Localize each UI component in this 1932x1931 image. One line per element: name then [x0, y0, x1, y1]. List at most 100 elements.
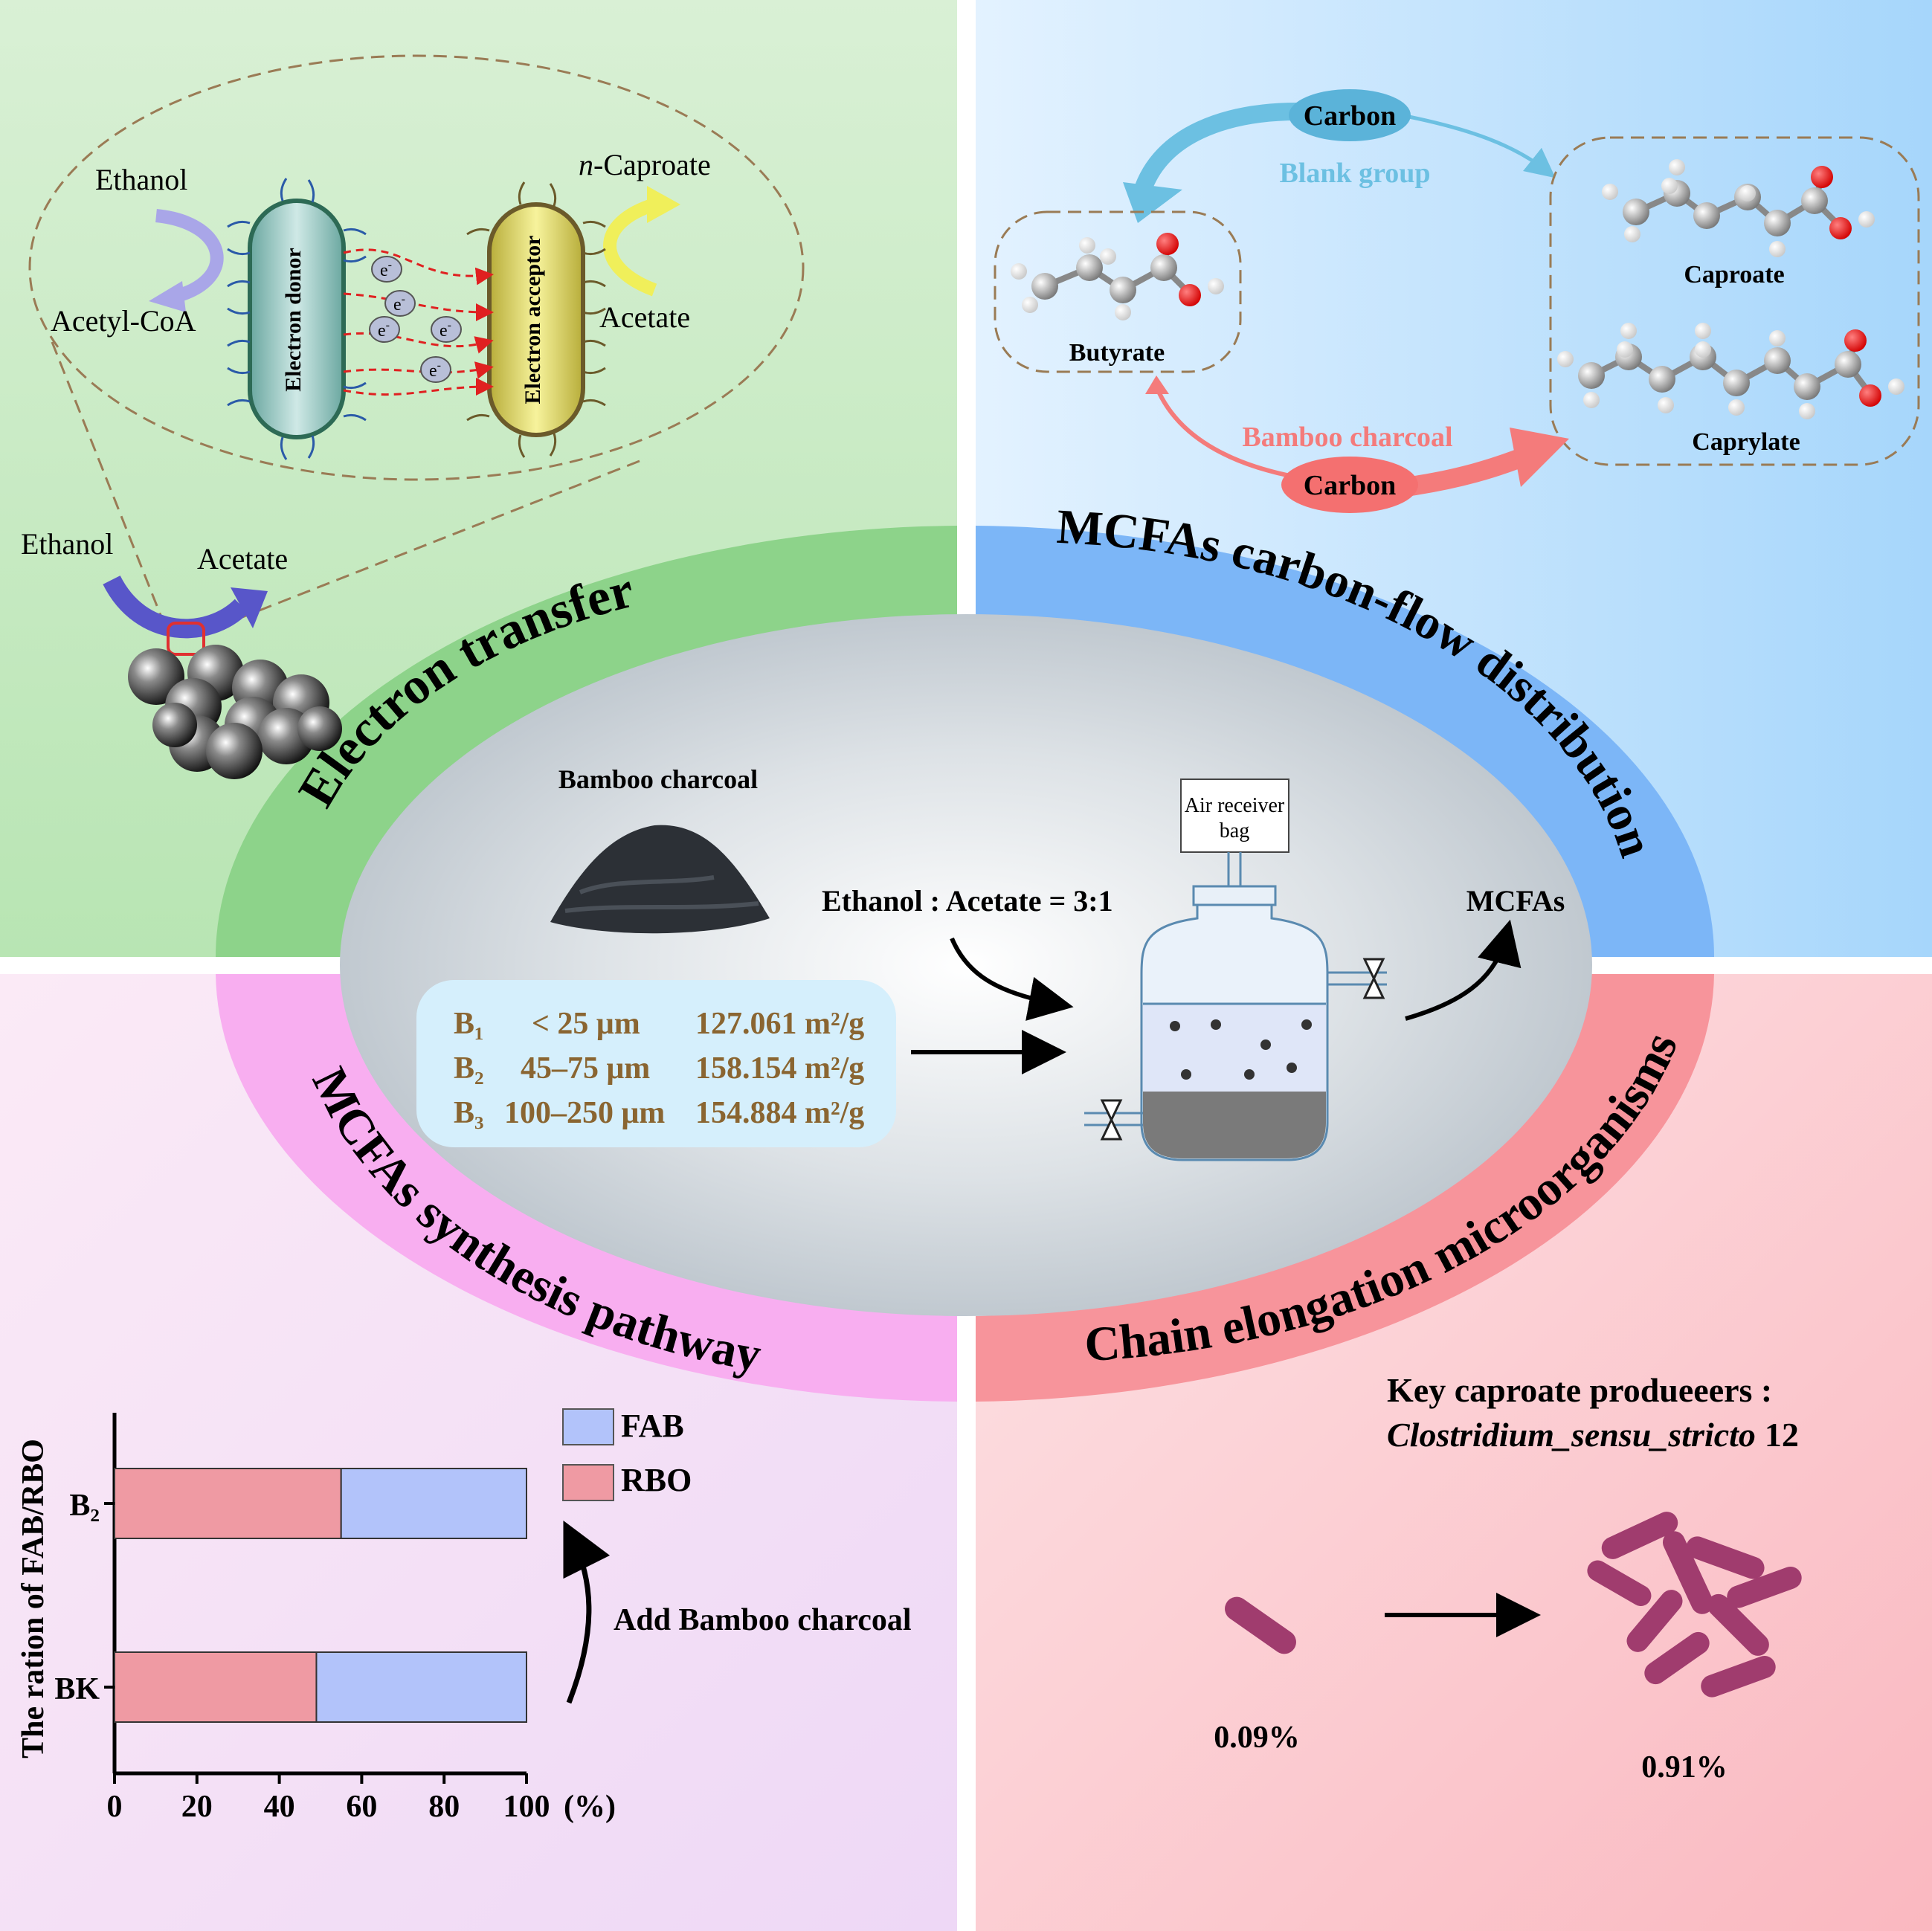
carbon-bottom-badge	[1281, 457, 1418, 513]
label-acetate-right: Acetate	[599, 300, 690, 334]
row3-size: 100–250 μm	[504, 1096, 665, 1130]
label-bamboo-charcoal-flow: Bamboo charcoal	[1242, 422, 1452, 453]
row2-size: 45–75 μm	[521, 1051, 650, 1086]
air-receiver-bag	[1180, 778, 1289, 853]
bar-fab-0	[340, 1468, 528, 1539]
label-air-bag-line1: Air receiver	[1185, 794, 1285, 817]
svg-text:e-: e-	[393, 293, 405, 315]
label-carbon-top: Carbon	[1304, 100, 1397, 132]
x-unit-label: (%)	[564, 1790, 616, 1824]
label-carbon-bottom: Carbon	[1304, 470, 1397, 501]
y-axis-label: The ration of FAB/RBO	[16, 1439, 51, 1758]
svg-text:e-: e-	[380, 259, 392, 280]
label-air-bag-line2: bag	[1220, 819, 1249, 842]
bamboo-properties-table: B₁ < 25 μm 127.061 m²/g B₂ 45–75 μm 158.…	[454, 1007, 864, 1130]
bar-rbo-0	[114, 1468, 342, 1539]
zoom-line-right	[204, 460, 640, 634]
fab-rbo-chart: B₂ BK 0 20 40 60 80 100 (%) The ration of FAB/RBO	[16, 1413, 616, 1824]
label-add-bamboo-charcoal: Add Bamboo charcoal	[614, 1603, 912, 1637]
bamboo-arrow-to-butyrate	[1154, 385, 1291, 478]
row3-area: 154.884 m²/g	[695, 1096, 864, 1130]
label-after-percent: 0.91%	[1641, 1750, 1727, 1785]
svg-text:e-: e-	[378, 319, 390, 341]
label-butyrate: Butyrate	[1069, 339, 1165, 367]
arrow-add-bamboo	[563, 1520, 611, 1704]
electron-donor-bacterium: Electron donor	[248, 199, 346, 439]
caprylate-molecule	[1557, 323, 1904, 419]
reactor-bottle: Air receiver bag	[1084, 778, 1387, 1161]
x-tick-label: 20	[181, 1790, 213, 1824]
label-ethanol-bottom: Ethanol	[21, 527, 113, 561]
arrow-reactor-to-mcfas	[1405, 919, 1522, 1021]
arc-pink	[216, 974, 957, 1402]
label-caprylate: Caprylate	[1692, 428, 1800, 456]
label-key-producers: Key caproate produeeers :	[1387, 1371, 1772, 1409]
x-tick-label: 40	[264, 1790, 295, 1824]
row1-size: < 25 μm	[532, 1007, 640, 1041]
svg-text:e-: e-	[439, 319, 451, 341]
arc-red	[976, 974, 1714, 1402]
label-acetate-bottom: Acetate	[197, 542, 288, 576]
y-tick-label: BK	[54, 1672, 100, 1706]
arrow-ratio-to-reactor	[950, 937, 1074, 1021]
row2-id: B₂	[454, 1051, 484, 1086]
bamboo-arrowhead-caprylate	[1510, 428, 1569, 487]
label-electron-donor: Electron donor	[281, 248, 306, 392]
electrons: e- e- e- e- e-	[369, 256, 462, 383]
bar-fab-1	[315, 1651, 527, 1723]
butyrate-box	[994, 210, 1242, 373]
caproate-caprylate-box	[1549, 136, 1920, 466]
zoom-box	[167, 622, 205, 656]
bacterium-single	[1225, 1596, 1296, 1654]
legend-fab-label: FAB	[621, 1408, 684, 1444]
row3-id: B₃	[454, 1096, 484, 1130]
label-acetyl-coa: Acetyl-CoA	[51, 304, 196, 338]
label-bamboo-charcoal-title: Bamboo charcoal	[558, 764, 758, 794]
arrow-ethanol-to-acetylcoa	[155, 209, 224, 304]
carbon-top-badge	[1289, 89, 1411, 141]
zoom-line-left	[51, 341, 169, 633]
label-ethanol-acetate-ratio: Ethanol : Acetate = 3:1	[822, 884, 1113, 918]
label-before-percent: 0.09%	[1214, 1721, 1300, 1755]
arrowhead-caproate	[647, 186, 680, 223]
x-tick-label: 60	[346, 1790, 377, 1824]
butyrate-molecule	[1011, 233, 1224, 320]
caproate-molecule	[1602, 159, 1875, 257]
charcoal-pile-texture	[564, 875, 759, 913]
label-blank-group: Blank group	[1279, 158, 1430, 189]
pili-acceptor	[466, 181, 606, 458]
y-tick-label: B₂	[69, 1489, 100, 1523]
row1-id: B₁	[454, 1007, 484, 1041]
x-tick-label: 80	[428, 1790, 460, 1824]
arrow-acetate-to-caproate	[603, 198, 657, 297]
row2-area: 158.154 m²/g	[695, 1051, 864, 1086]
svg-text:e-: e-	[429, 359, 441, 381]
bacteria-cluster	[1587, 1512, 1802, 1698]
legend-fab-swatch	[562, 1408, 614, 1445]
charcoal-particles	[128, 645, 342, 779]
arrow-ethanol-to-acetate	[103, 575, 249, 639]
label-mcfas: MCFAs	[1466, 884, 1565, 918]
blank-arrow-to-butyrate	[1133, 103, 1298, 196]
label-caproate: Caproate	[1684, 261, 1784, 288]
label-ethanol-top: Ethanol	[95, 163, 187, 196]
blank-arrow-to-caproate	[1401, 113, 1556, 178]
legend-rbo-swatch	[562, 1464, 614, 1501]
row1-area: 127.061 m²/g	[695, 1007, 864, 1041]
pili-donor	[227, 178, 367, 460]
x-tick-label: 100	[503, 1790, 550, 1824]
arrowhead-acetylcoa	[149, 281, 186, 312]
label-electron-acceptor: Electron acceptor	[521, 236, 545, 404]
bar-rbo-1	[114, 1651, 318, 1723]
bamboo-arrowhead-butyrate	[1145, 375, 1169, 394]
electron-acceptor-bacterium: Electron acceptor	[487, 202, 585, 437]
label-n-caproate: n-Caproate	[579, 148, 711, 181]
zoom-ellipse	[28, 54, 805, 481]
arrowhead-acetate-bottom	[231, 587, 268, 628]
legend-rbo-label: RBO	[621, 1462, 692, 1498]
electron-paths	[343, 248, 494, 396]
bamboo-properties-card	[416, 980, 896, 1147]
x-tick-label: 0	[107, 1790, 123, 1824]
